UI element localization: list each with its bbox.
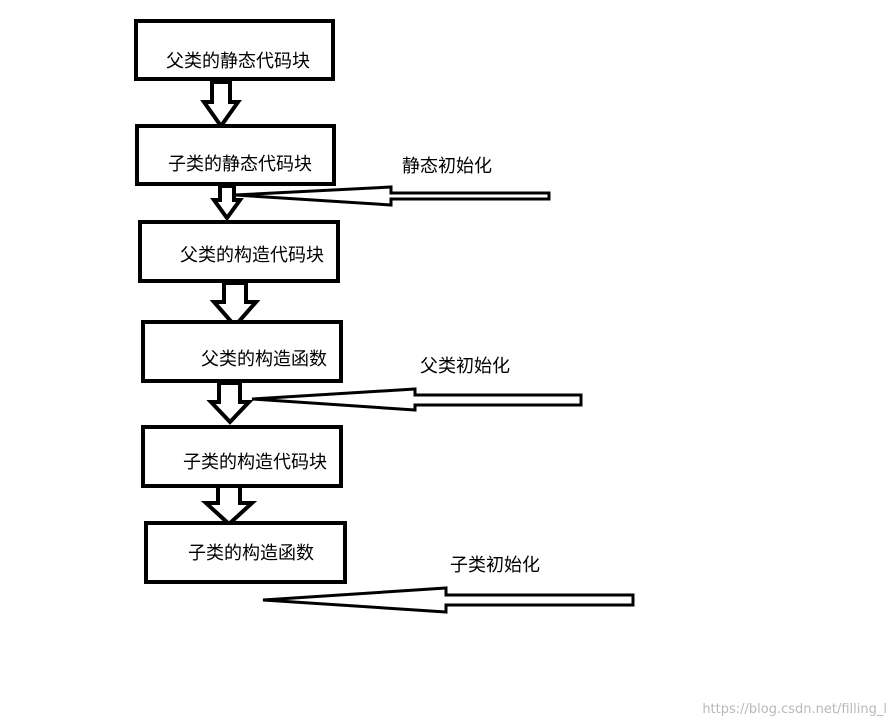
down-arrow-2	[210, 184, 244, 222]
child-constructor-block-box: 子类的构造代码块	[141, 425, 343, 488]
box-label: 子类的静态代码块	[168, 154, 312, 175]
parent-constructor-block-box: 父类的构造代码块	[138, 220, 340, 283]
box-label: 父类的静态代码块	[166, 51, 310, 72]
down-arrow-5	[200, 482, 258, 527]
down-arrow-4	[206, 381, 254, 425]
parent-init-label: 父类初始化	[420, 356, 510, 377]
child-static-block-box: 子类的静态代码块	[135, 124, 336, 186]
box-label: 父类的构造代码块	[180, 245, 324, 266]
down-arrow-1	[200, 80, 242, 130]
static-init-label: 静态初始化	[402, 156, 492, 177]
static-init-arrow	[234, 185, 551, 207]
parent-init-arrow	[251, 387, 583, 412]
parent-constructor-box: 父类的构造函数	[141, 320, 343, 383]
child-init-label: 子类初始化	[450, 555, 540, 576]
child-init-arrow	[262, 586, 635, 614]
box-label: 父类的构造函数	[201, 349, 327, 370]
watermark: https://blog.csdn.net/filling_l	[702, 702, 887, 717]
down-arrow-3	[209, 281, 261, 330]
box-label: 子类的构造函数	[188, 543, 314, 564]
parent-static-block-box: 父类的静态代码块	[134, 19, 335, 81]
box-label: 子类的构造代码块	[183, 452, 327, 473]
child-constructor-box: 子类的构造函数	[144, 521, 347, 584]
